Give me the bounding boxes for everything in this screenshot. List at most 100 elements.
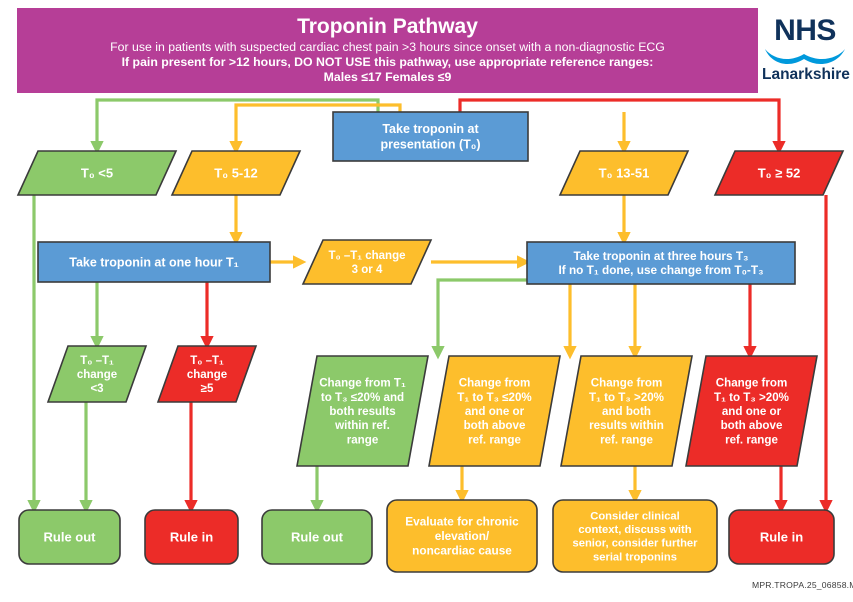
node-label-ch-gt20-above: ref. range bbox=[725, 433, 778, 446]
node-label-rule-in-1: Rule in bbox=[170, 529, 213, 544]
node-shape-rule-out-1 bbox=[18, 509, 121, 565]
node-label-ch-le20-above: and one or bbox=[465, 405, 525, 418]
node-take-t1: Take troponin at one hour T₁ bbox=[37, 241, 271, 283]
node-rule-out-1: Rule out bbox=[18, 509, 121, 565]
node-shape-take-t0 bbox=[332, 111, 529, 162]
nhs-wordmark: NHS bbox=[774, 14, 836, 47]
node-label-consider-clinical: serial troponins bbox=[593, 551, 677, 563]
node-label-ch-le20-within: both results bbox=[329, 405, 395, 418]
node-label-ch-le20-above: T₁ to T₃ ≤20% bbox=[457, 391, 532, 404]
node-shape-change-3or4 bbox=[301, 239, 433, 285]
node-label-evaluate-chronic: Evaluate for chronic bbox=[405, 515, 519, 529]
node-t0t1-lt3: T₀ –T₁ change <3 bbox=[46, 345, 148, 403]
node-shape-ch-le20-above bbox=[428, 355, 561, 467]
node-shape-t0-ge52 bbox=[713, 150, 845, 196]
node-label-evaluate-chronic: noncardiac cause bbox=[412, 543, 512, 557]
node-shape-t0-5-12 bbox=[170, 150, 302, 196]
nhs-wave-icon bbox=[765, 49, 845, 65]
node-shape-take-t1 bbox=[37, 241, 271, 283]
node-label-evaluate-chronic: elevation/ bbox=[435, 529, 490, 543]
node-label-ch-gt20-within: T₁ to T₃ >20% bbox=[589, 391, 664, 404]
header-subtitle-line2: If pain present for >12 hours, DO NOT US… bbox=[121, 55, 654, 70]
node-evaluate-chronic: Evaluate for chronicelevation/noncardiac… bbox=[386, 499, 538, 573]
node-shape-t0-lt5 bbox=[16, 150, 178, 196]
node-shape-evaluate-chronic bbox=[386, 499, 538, 573]
node-label-change-3or4: T₀ –T₁ change bbox=[328, 250, 405, 262]
node-shape-rule-out-2 bbox=[261, 509, 373, 565]
node-label-ch-gt20-within: Change from bbox=[591, 377, 663, 390]
node-label-ch-le20-above: both above bbox=[464, 419, 526, 432]
node-label-ch-gt20-above: Change from bbox=[716, 377, 788, 390]
node-label-rule-out-2: Rule out bbox=[291, 529, 344, 544]
node-label-take-t1: Take troponin at one hour T₁ bbox=[69, 255, 239, 269]
node-label-rule-in-2: Rule in bbox=[760, 529, 803, 544]
node-label-t0t1-ge5: ≥5 bbox=[201, 383, 214, 395]
node-shape-consider-clinical bbox=[552, 499, 718, 573]
node-shape-t0t1-lt3 bbox=[46, 345, 148, 403]
node-label-consider-clinical: Consider clinical bbox=[590, 510, 680, 522]
node-label-t0-13-51: T₀ 13-51 bbox=[599, 165, 650, 180]
node-label-ch-gt20-above: both above bbox=[721, 419, 783, 432]
node-label-t0t1-lt3: T₀ –T₁ bbox=[80, 355, 114, 367]
node-label-change-3or4: 3 or 4 bbox=[352, 264, 383, 276]
node-label-ch-gt20-within: and both bbox=[602, 405, 651, 418]
node-label-rule-out-1: Rule out bbox=[44, 529, 97, 544]
node-label-ch-le20-above: ref. range bbox=[468, 433, 521, 446]
node-t0-5-12: T₀ 5-12 bbox=[170, 150, 302, 196]
header-banner: Troponin Pathway For use in patients wit… bbox=[17, 8, 758, 93]
node-label-take-t3: Take troponin at three hours T₃ bbox=[574, 249, 749, 263]
node-shape-t0-13-51 bbox=[558, 150, 690, 196]
node-t0-ge52: T₀ ≥ 52 bbox=[713, 150, 845, 196]
node-label-t0t1-ge5: change bbox=[187, 369, 227, 381]
node-rule-in-1: Rule in bbox=[144, 509, 239, 565]
node-change-3or4: T₀ –T₁ change 3 or 4 bbox=[301, 239, 433, 285]
node-shape-rule-in-2 bbox=[728, 509, 835, 565]
connectors-layer bbox=[27, 98, 833, 514]
connector-t3-to-green bbox=[431, 278, 527, 360]
page-title: Troponin Pathway bbox=[297, 15, 478, 39]
node-rule-in-2: Rule in bbox=[728, 509, 835, 565]
node-label-take-t3: If no T₁ done, use change from T₀-T₃ bbox=[558, 263, 763, 277]
node-label-consider-clinical: context, discuss with bbox=[578, 524, 691, 536]
nhs-lanarkshire-logo: NHS Lanarkshire bbox=[762, 10, 850, 90]
header-subtitle-line1: For use in patients with suspected cardi… bbox=[110, 39, 665, 54]
node-shape-ch-gt20-above bbox=[685, 355, 818, 467]
node-label-ch-gt20-within: ref. range bbox=[600, 433, 653, 446]
node-label-take-t0: Take troponin at bbox=[382, 122, 479, 136]
node-label-ch-le20-within: within ref. bbox=[334, 419, 390, 432]
node-label-ch-le20-within: to T₃ ≤20% and bbox=[321, 391, 404, 404]
node-label-t0-5-12: T₀ 5-12 bbox=[214, 165, 257, 180]
connector-t0-to-5-12 bbox=[229, 103, 402, 155]
node-t0-13-51: T₀ 13-51 bbox=[558, 150, 690, 196]
node-t0t1-ge5: T₀ –T₁ change ≥5 bbox=[156, 345, 258, 403]
node-label-t0t1-lt3: change bbox=[77, 369, 117, 381]
node-label-take-t0: presentation (T₀) bbox=[380, 137, 480, 151]
connector-t0-to-ge52 bbox=[458, 98, 786, 155]
node-label-t0-ge52: T₀ ≥ 52 bbox=[758, 165, 801, 180]
node-shape-rule-in-1 bbox=[144, 509, 239, 565]
node-label-ch-gt20-within: results within bbox=[589, 419, 664, 432]
node-consider-clinical: Consider clinical context, discuss with se… bbox=[552, 499, 718, 573]
node-shape-take-t3 bbox=[526, 241, 796, 285]
header-subtitle-line3: Males ≤17 Females ≤9 bbox=[323, 70, 452, 85]
node-t0-lt5: T₀ <5 bbox=[16, 150, 178, 196]
node-rule-out-2: Rule out bbox=[261, 509, 373, 565]
node-label-ch-gt20-above: T₁ to T₃ >20% bbox=[714, 391, 789, 404]
node-label-t0t1-ge5: T₀ –T₁ bbox=[190, 355, 224, 367]
node-shape-ch-le20-within bbox=[296, 355, 429, 467]
nhs-region-label: Lanarkshire bbox=[762, 66, 850, 83]
node-shape-t0t1-ge5 bbox=[156, 345, 258, 403]
node-label-ch-le20-within: Change from T₁ bbox=[319, 377, 406, 390]
node-shape-ch-gt20-within bbox=[560, 355, 693, 467]
node-label-ch-gt20-above: and one or bbox=[722, 405, 782, 418]
document-reference-code: MPR.TROPA.25_06858.M bbox=[752, 580, 853, 590]
node-label-t0t1-lt3: <3 bbox=[90, 383, 103, 395]
